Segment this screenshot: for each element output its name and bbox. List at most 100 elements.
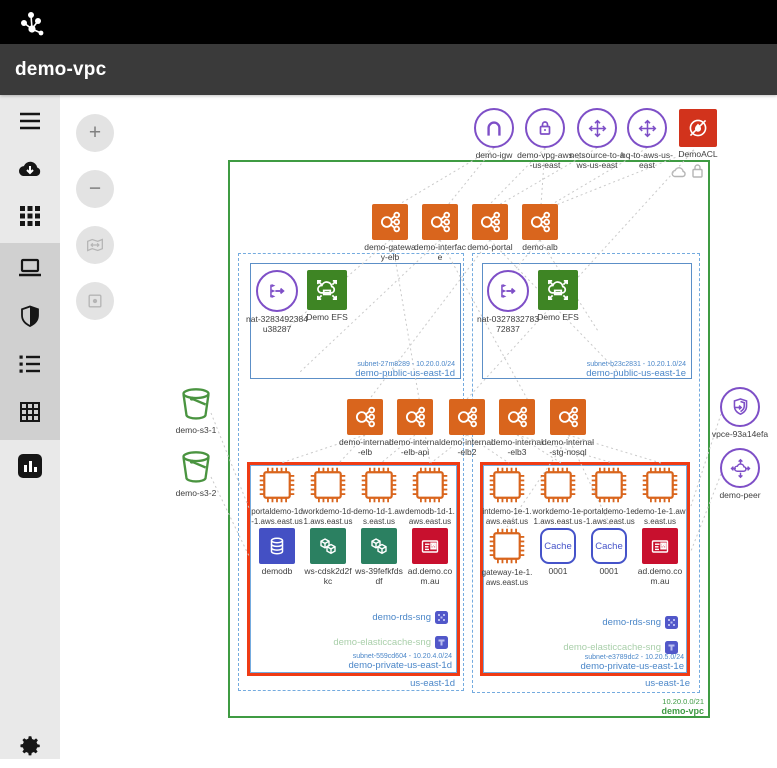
resource-ws-39fefkfdsdf[interactable]: ws-39fefkfdsdf	[354, 528, 404, 587]
sidebar-item-security[interactable]	[0, 294, 60, 338]
demo-rds-sng-1d[interactable]: demo-rds-sng	[300, 611, 448, 624]
grid-dots-icon	[20, 206, 40, 226]
resource-demo-internal-elb2[interactable]: demo-internal-elb2	[440, 399, 494, 458]
resource-demo-internal-elb3[interactable]: demo-internal-elb3	[490, 399, 544, 458]
load-balancer-icon	[347, 399, 383, 435]
cloud-download-icon	[18, 161, 41, 176]
elasticache-node-icon: Cache	[591, 528, 627, 564]
resource-demo-internal-stg-nosql[interactable]: demo-internal-stg-nosql	[541, 399, 595, 458]
load-balancer-icon	[522, 204, 558, 240]
private-subnet-1e-labels: subnet-e3789dc2 - 10.20.5.0/24 demo-priv…	[580, 654, 685, 672]
directory-service-icon	[642, 528, 678, 564]
settings-button[interactable]	[0, 724, 60, 768]
vpc-labels: 10.20.0.0/21 demo-vpc	[661, 697, 704, 716]
resource-ad-demo-1d[interactable]: ad.demo.com.au	[405, 528, 455, 587]
vpn-connection-icon	[627, 108, 667, 148]
sidebar-item-list[interactable]	[0, 342, 60, 386]
load-balancer-icon	[550, 399, 586, 435]
public-subnet-1d-labels: subnet-27m8289 - 10.20.0.0/24 demo-publi…	[355, 361, 455, 379]
resource-vpn-connection-netsource[interactable]: netsource-to-aws-us-east	[569, 108, 625, 171]
s3-bucket-icon	[182, 451, 210, 483]
resource-nat-gateway-1d[interactable]: nat-3283492384u38287	[245, 270, 309, 335]
container-service-icon	[361, 528, 397, 564]
top-app-bar	[0, 0, 777, 44]
nat-gateway-icon	[487, 270, 529, 312]
resource-demodb-rds[interactable]: demodb	[252, 528, 302, 576]
resource-demo-internal-elb-api[interactable]: demo-internal-elb-api	[388, 399, 442, 458]
resource-ad-demo-1e[interactable]: ad.demo.com.au	[635, 528, 685, 587]
demo-elasticcache-sng-1d[interactable]: demo-elasticcache-sng	[300, 636, 448, 649]
resource-cache-node-2[interactable]: Cache 0001	[584, 528, 634, 576]
shield-icon	[21, 305, 39, 327]
resource-instance-demodb-1d[interactable]: demodb-1d-1.aws.east.us	[404, 465, 456, 527]
ec2-instance-icon	[412, 467, 448, 503]
az-label-us-east-1e: us-east-1e	[645, 678, 690, 689]
resource-internet-gateway[interactable]: demo-igw	[466, 108, 522, 160]
center-view-button[interactable]	[76, 282, 114, 320]
public-subnet-1e-labels: subnet-b23c2831 - 10.20.1.0/24 demo-publ…	[586, 361, 686, 379]
fit-view-button[interactable]	[76, 226, 114, 264]
resource-demo-interface[interactable]: demo-interface	[413, 204, 467, 263]
resource-demo-gateway-elb[interactable]: demo-gateway-elb	[363, 204, 417, 263]
sidebar-item-reports[interactable]	[0, 444, 60, 488]
resource-instance-demo-1e[interactable]: demo-1e-1.aws.east.us	[634, 465, 686, 527]
sidebar	[0, 95, 60, 759]
resource-instance-gateway-1e[interactable]: gateway-1e-1.aws.east.us	[481, 526, 533, 588]
load-balancer-icon	[499, 399, 535, 435]
app-logo	[21, 12, 44, 36]
peering-connection-icon	[720, 448, 760, 488]
zoom-in-button[interactable]: +	[76, 114, 114, 152]
private-subnet-1d-labels: subnet-559cd604 - 10.20.4.0/24 demo-priv…	[348, 653, 453, 671]
resource-instance-portaldemo-1e[interactable]: portaldemo-1e-1.aws.east.us	[583, 465, 635, 527]
ec2-instance-icon	[489, 528, 525, 564]
az-label-us-east-1d: us-east-1d	[410, 678, 455, 689]
resource-vpn-gateway[interactable]: demo-vpg-aws-us-east	[517, 108, 573, 171]
sidebar-item-apps[interactable]	[0, 194, 60, 238]
hamburger-icon	[20, 112, 40, 130]
resource-ws-cdsk2d2fkc[interactable]: ws-cdsk2d2fkc	[303, 528, 353, 587]
security-group-icon	[435, 611, 448, 624]
resource-vpn-connection-hq[interactable]: hq-to-aws-us-east	[619, 108, 675, 171]
vpn-connection-icon	[577, 108, 617, 148]
resource-instance-workdemo-1e[interactable]: workdemo-1e-1.aws.east.us	[532, 465, 584, 527]
resource-demo-internal-elb[interactable]: demo-internal-elb	[338, 399, 392, 458]
resource-instance-intdemo-1e[interactable]: intdemo-1e-1.aws.east.us	[481, 465, 533, 527]
resource-demo-efs-1d[interactable]: Demo EFS	[297, 270, 357, 322]
resource-demo-efs-1e[interactable]: Demo EFS	[528, 270, 588, 322]
sidebar-item-table[interactable]	[0, 390, 60, 434]
menu-button[interactable]	[0, 99, 60, 143]
resource-demo-s3-1[interactable]: demo-s3-1	[166, 386, 226, 435]
zoom-out-button[interactable]: −	[76, 170, 114, 208]
sidebar-item-export[interactable]	[0, 146, 60, 190]
resource-demo-alb[interactable]: demo-alb	[513, 204, 567, 252]
elasticache-node-icon: Cache	[540, 528, 576, 564]
ec2-instance-icon	[642, 467, 678, 503]
ec2-instance-icon	[540, 467, 576, 503]
demo-rds-sng-1e[interactable]: demo-rds-sng	[530, 616, 678, 629]
demo-elasticcache-sng-1e[interactable]: demo-elasticcache-sng	[530, 641, 678, 654]
load-balancer-icon	[449, 399, 485, 435]
gear-icon	[20, 736, 40, 756]
directory-service-icon	[412, 528, 448, 564]
resource-demo-s3-2[interactable]: demo-s3-2	[166, 449, 226, 498]
load-balancer-icon	[472, 204, 508, 240]
resource-demo-peer[interactable]: demo-peer	[710, 448, 770, 500]
resource-demo-portal[interactable]: demo-portal	[463, 204, 517, 252]
security-group-icon	[665, 616, 678, 629]
efs-icon	[307, 270, 347, 310]
sidebar-item-environments[interactable]	[0, 246, 60, 290]
bar-chart-icon	[18, 454, 42, 478]
load-balancer-icon	[397, 399, 433, 435]
table-grid-icon	[20, 402, 40, 422]
ec2-instance-icon	[489, 467, 525, 503]
s3-bucket-icon	[182, 388, 210, 420]
resource-vpc-endpoint[interactable]: vpce-93a14efa	[710, 387, 770, 439]
ec2-instance-icon	[591, 467, 627, 503]
resource-cache-node-1[interactable]: Cache 0001	[533, 528, 583, 576]
resource-network-acl[interactable]: DemoACL	[670, 109, 726, 159]
resource-instance-demo-1d[interactable]: demo-1d-1.aws.east.us	[353, 465, 405, 527]
resource-instance-portaldemo-1d[interactable]: portaldemo-1d-1.aws.east.us	[251, 465, 303, 527]
resource-instance-workdemo-1d[interactable]: workdemo-1d-1.aws.east.us	[302, 465, 354, 527]
center-target-icon	[88, 294, 102, 308]
